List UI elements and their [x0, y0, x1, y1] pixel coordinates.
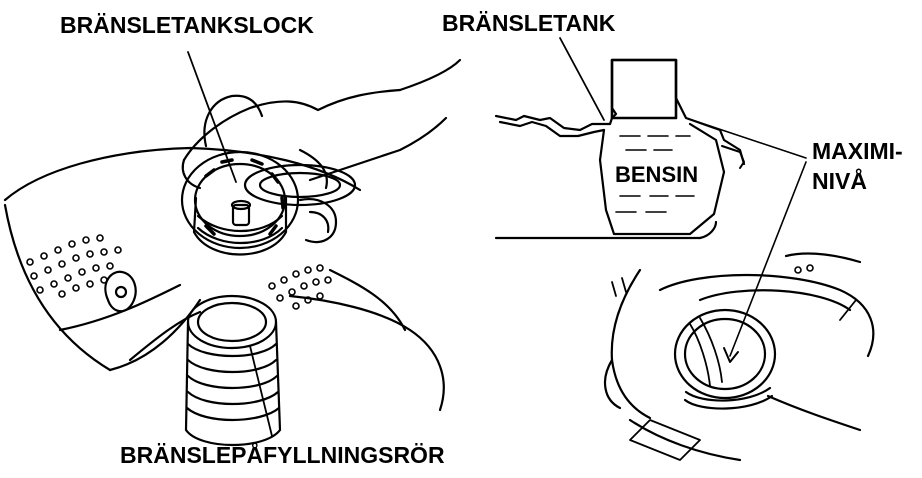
vent-holes-right — [268, 264, 332, 310]
leader-filler-neck — [249, 345, 273, 437]
label-filler-neck: BRÄNSLEPÅFYLLNINGSRÖR — [120, 442, 445, 468]
fuel-cap — [180, 150, 300, 256]
label-fuel-cap: BRÄNSLETANKSLOCK — [60, 12, 314, 38]
filler-view — [603, 252, 875, 462]
leader-fuel-tank — [559, 37, 605, 121]
generator-housing — [3, 146, 445, 412]
leader-fuel-cap — [187, 51, 237, 183]
label-petrol: BENSIN — [615, 162, 699, 187]
label-fuel-tank: BRÄNSLETANK — [442, 10, 616, 36]
label-max-level-line1: MAXIMI- — [812, 138, 903, 164]
max-level-arrowhead — [723, 347, 739, 363]
fuel-surface-lines — [615, 135, 695, 213]
vent-holes-left — [26, 234, 122, 298]
leader-max-level-top — [685, 117, 807, 159]
label-max-level-line2: NIVÅ — [812, 168, 867, 194]
lock-keyhole — [104, 270, 137, 313]
filler-neck-left — [184, 294, 282, 446]
leader-max-level-bottom — [729, 161, 807, 357]
hand — [181, 58, 462, 244]
